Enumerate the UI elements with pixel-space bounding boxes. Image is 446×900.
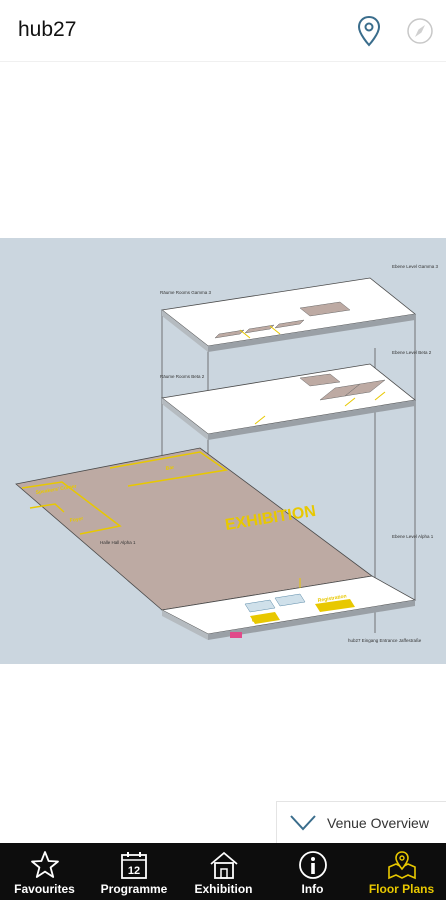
- tab-programme[interactable]: 12 Programme: [89, 843, 179, 900]
- info-icon: [298, 851, 327, 879]
- location-pin-icon[interactable]: [356, 15, 382, 47]
- hall-alpha-1: Halle Hall Alpha 1: [100, 540, 136, 545]
- registration-label: Registration: [317, 593, 347, 603]
- venue-overview-button[interactable]: Venue Overview: [276, 801, 446, 843]
- building-icon: [209, 851, 238, 879]
- garderobe-label: Garderobe: [251, 614, 277, 624]
- calendar-icon: 12: [121, 852, 147, 879]
- tab-floor-plans-label: Floor Plans: [368, 882, 435, 896]
- rooms-gamma-3: Räume Rooms Gamma 3: [160, 290, 212, 295]
- star-icon: [30, 851, 59, 878]
- venue-overview-label: Venue Overview: [327, 815, 429, 831]
- tab-info[interactable]: Info: [268, 843, 357, 900]
- floor-plan-map[interactable]: EXHIBITION Ebene Level Gamma 3 Ebene Lev…: [0, 238, 446, 664]
- tab-favourites[interactable]: Favourites: [0, 843, 89, 900]
- chevron-down-icon: [290, 815, 316, 831]
- calendar-day: 12: [128, 865, 140, 877]
- map-pin-icon: [387, 851, 416, 880]
- tab-programme-label: Programme: [100, 882, 168, 896]
- level-alpha-1: Ebene Level Alpha 1: [392, 534, 434, 539]
- floor-plan-drawing: EXHIBITION Ebene Level Gamma 3 Ebene Lev…: [15, 264, 439, 643]
- tab-favourites-label: Favourites: [14, 882, 75, 896]
- level-beta-2: Ebene Level Beta 2: [392, 350, 432, 355]
- app-header: hub27: [0, 0, 446, 62]
- bar-label: Bar: [165, 465, 174, 472]
- level-gamma-3: Ebene Level Gamma 3: [392, 264, 439, 269]
- tab-exhibition-label: Exhibition: [194, 882, 253, 896]
- rooms-beta-2: Räume Rooms Beta 2: [160, 374, 205, 379]
- bottom-tab-bar: Favourites 12 Programme Exhibition Info: [0, 843, 446, 900]
- tab-info-label: Info: [301, 882, 324, 896]
- tab-floor-plans[interactable]: Floor Plans: [357, 843, 446, 900]
- foyer-label: Foyer: [69, 516, 83, 524]
- app-title: hub27: [18, 18, 77, 41]
- entrance-label: hub27 Eingang Entrance Jaffestraße: [348, 638, 422, 643]
- tab-exhibition[interactable]: Exhibition: [179, 843, 268, 900]
- compass-icon[interactable]: [406, 17, 434, 45]
